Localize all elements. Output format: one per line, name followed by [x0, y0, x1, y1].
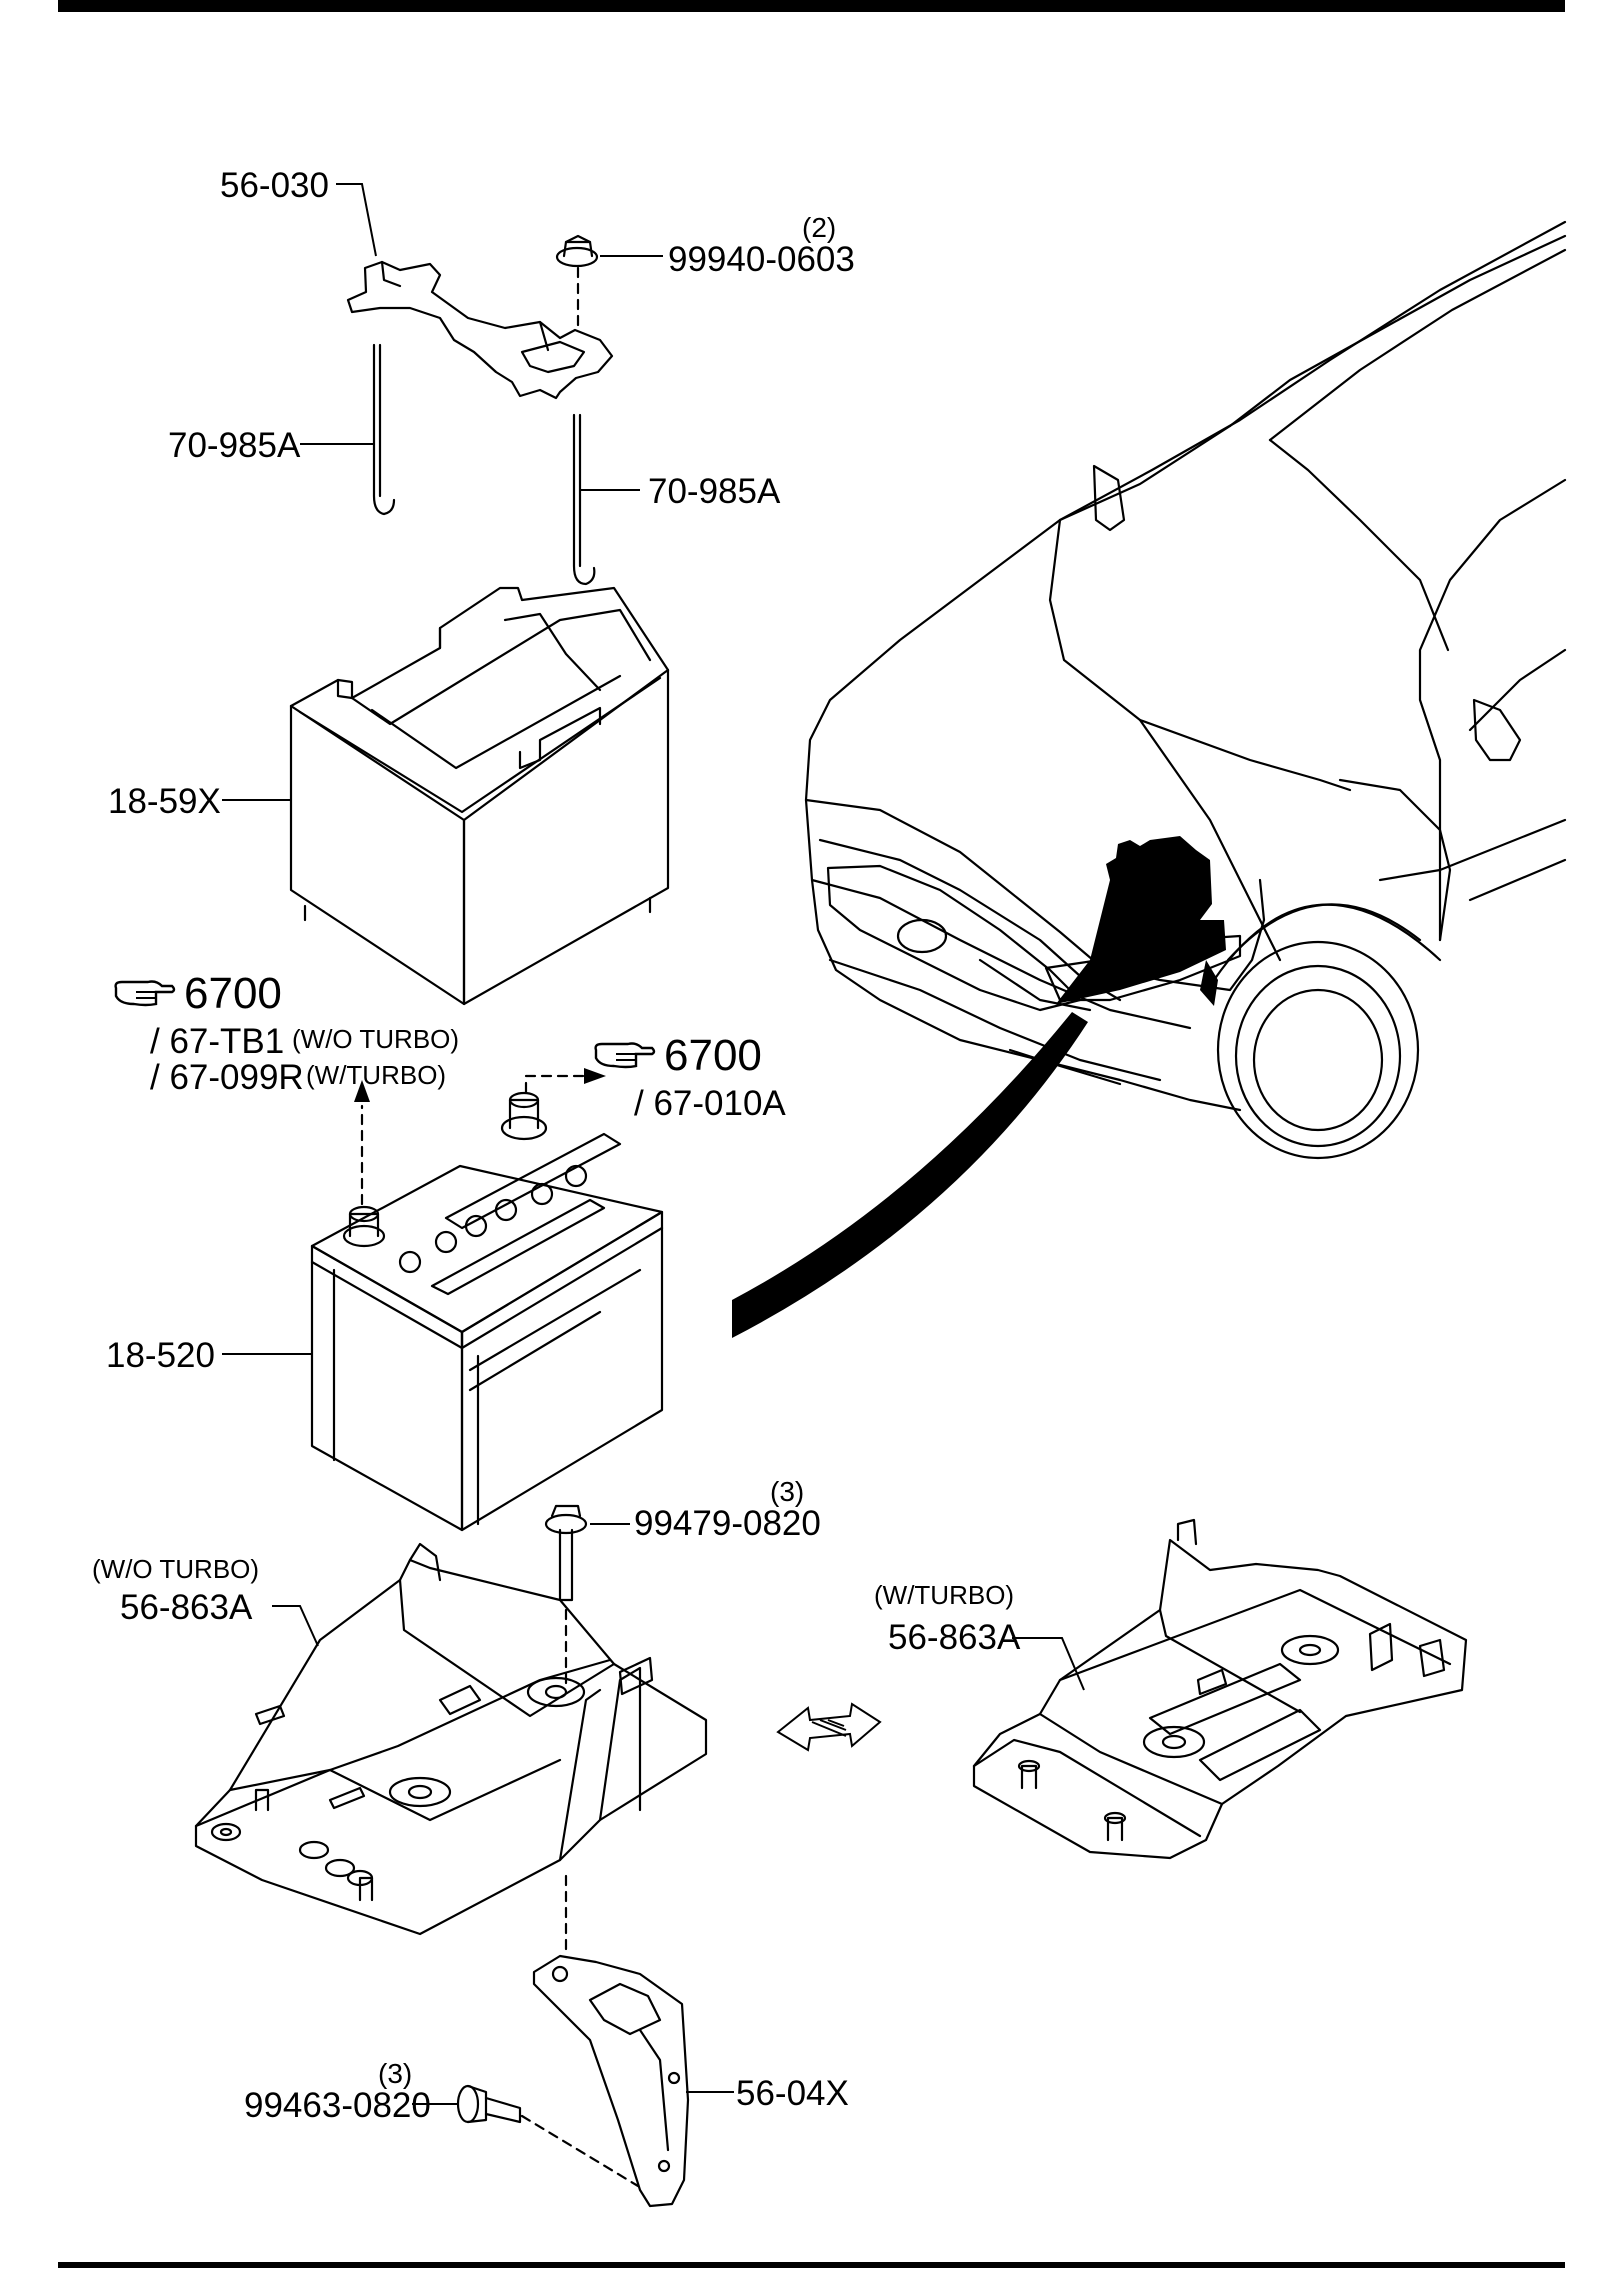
battery-cover	[289, 586, 670, 1006]
ref-67-tb1: / 67-TB1	[150, 1022, 285, 1061]
bottom-border	[58, 2262, 1565, 2268]
label-56-030: 56-030	[220, 166, 329, 205]
engine-bay-battery-highlight	[1056, 836, 1226, 1006]
ref-6700-right: 6700	[664, 1031, 762, 1080]
label-56-863a-right: 56-863A	[888, 1618, 1021, 1657]
ref-67-010a: / 67-010A	[634, 1084, 786, 1123]
hook-rod-left	[372, 343, 396, 516]
battery-tray-w-turbo	[972, 1518, 1468, 1860]
hook-rod-right	[572, 413, 596, 586]
qty-99479: (3)	[770, 1476, 805, 1507]
arrowhead-up	[354, 1080, 370, 1102]
ref-67-099r-note: (W/TURBO)	[306, 1060, 447, 1090]
note-w-turbo: (W/TURBO)	[874, 1580, 1015, 1610]
flange-nut	[555, 234, 599, 268]
vehicle-illustration	[804, 220, 1567, 1160]
ref-67-tb1-note: (W/O TURBO)	[292, 1024, 460, 1054]
label-56-04x: 56-04X	[736, 2074, 849, 2113]
label-70-985a-left: 70-985A	[168, 426, 301, 465]
label-70-985a-right: 70-985A	[648, 472, 781, 511]
top-border	[58, 0, 1565, 12]
ref-6700-left: 6700	[184, 969, 282, 1018]
leader-lines	[222, 183, 1085, 2105]
pointing-hand-icon	[594, 1042, 656, 1069]
hold-down-bracket	[346, 260, 614, 400]
bolt-99463	[456, 2084, 522, 2124]
bracket-56-04x	[532, 1954, 690, 2208]
label-99479-0820: 99479-0820	[634, 1504, 821, 1543]
qty-99463: (3)	[378, 2058, 413, 2089]
qty-99940: (2)	[802, 212, 837, 243]
location-pointer	[732, 1012, 1088, 1338]
battery	[310, 1091, 664, 1532]
double-arrow-icon	[776, 1702, 882, 1752]
arrowhead-right	[584, 1068, 606, 1084]
label-18-59x: 18-59X	[108, 782, 221, 821]
label-99463-0820: 99463-0820	[244, 2086, 431, 2125]
ref-67-099r: / 67-099R	[150, 1058, 304, 1097]
note-wo-turbo: (W/O TURBO)	[92, 1554, 260, 1584]
label-56-863a-left: 56-863A	[120, 1588, 253, 1627]
label-99940-0603: 99940-0603	[668, 240, 855, 279]
bolt-99479	[544, 1504, 588, 1602]
pointing-hand-icon	[114, 980, 176, 1007]
battery-tray-wo-turbo	[194, 1542, 708, 1936]
label-18-520: 18-520	[106, 1336, 215, 1375]
